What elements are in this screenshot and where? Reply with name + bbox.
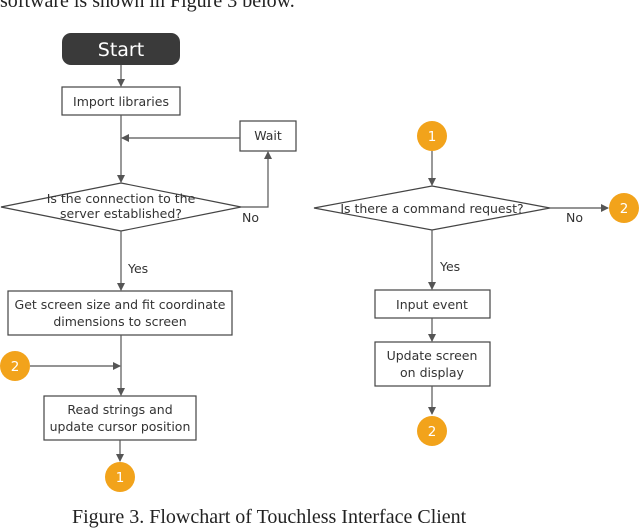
flowchart: Start Import libraries Wait Is the conne… — [0, 33, 639, 492]
connector-2-left: 2 — [0, 351, 30, 381]
decision-line-1: Is the connection to the — [47, 191, 196, 206]
no-label: No — [242, 210, 259, 225]
connector-label: 2 — [428, 424, 437, 440]
connector-label: 2 — [620, 201, 629, 217]
update-screen-box: Update screen on display — [374, 341, 491, 387]
update-screen-line-1: Update screen — [387, 348, 478, 363]
connector-2-bottom: 2 — [417, 416, 447, 446]
read-strings-box: Read strings and update cursor position — [43, 395, 197, 441]
connection-decision: Is the connection to the server establis… — [0, 182, 242, 232]
connector-label: 1 — [428, 129, 437, 145]
no-label: No — [566, 210, 583, 225]
input-event-box: Input event — [374, 289, 491, 319]
import-libraries-box: Import libraries — [61, 86, 181, 116]
yes-label: Yes — [127, 261, 148, 276]
start-label: Start — [98, 39, 144, 61]
command-decision: Is there a command request? — [313, 185, 551, 231]
yes-label: Yes — [439, 259, 460, 274]
wait-box: Wait — [239, 120, 297, 152]
connector-label: 2 — [11, 359, 20, 375]
import-libraries-label: Import libraries — [73, 94, 169, 109]
read-strings-line-2: update cursor position — [50, 419, 191, 434]
decision-line-2: server established? — [60, 206, 182, 221]
input-event-label: Input event — [396, 297, 468, 312]
intro-text: software is shown in Figure 3 below. — [0, 0, 295, 12]
read-strings-line-1: Read strings and — [67, 402, 172, 417]
connector-1-bottom: 1 — [105, 462, 135, 492]
connector-label: 1 — [116, 470, 125, 486]
screen-size-box: Get screen size and fit coordinate dimen… — [7, 290, 233, 336]
screen-size-line-1: Get screen size and fit coordinate — [15, 297, 226, 312]
connector-2-right: 2 — [609, 193, 639, 223]
arrow — [241, 151, 272, 208]
screen-size-line-2: dimensions to screen — [53, 314, 186, 329]
start-node: Start — [62, 33, 180, 65]
connector-1-top: 1 — [417, 121, 447, 151]
wait-label: Wait — [254, 128, 282, 143]
command-decision-label: Is there a command request? — [340, 201, 523, 216]
update-screen-line-2: on display — [400, 365, 465, 380]
